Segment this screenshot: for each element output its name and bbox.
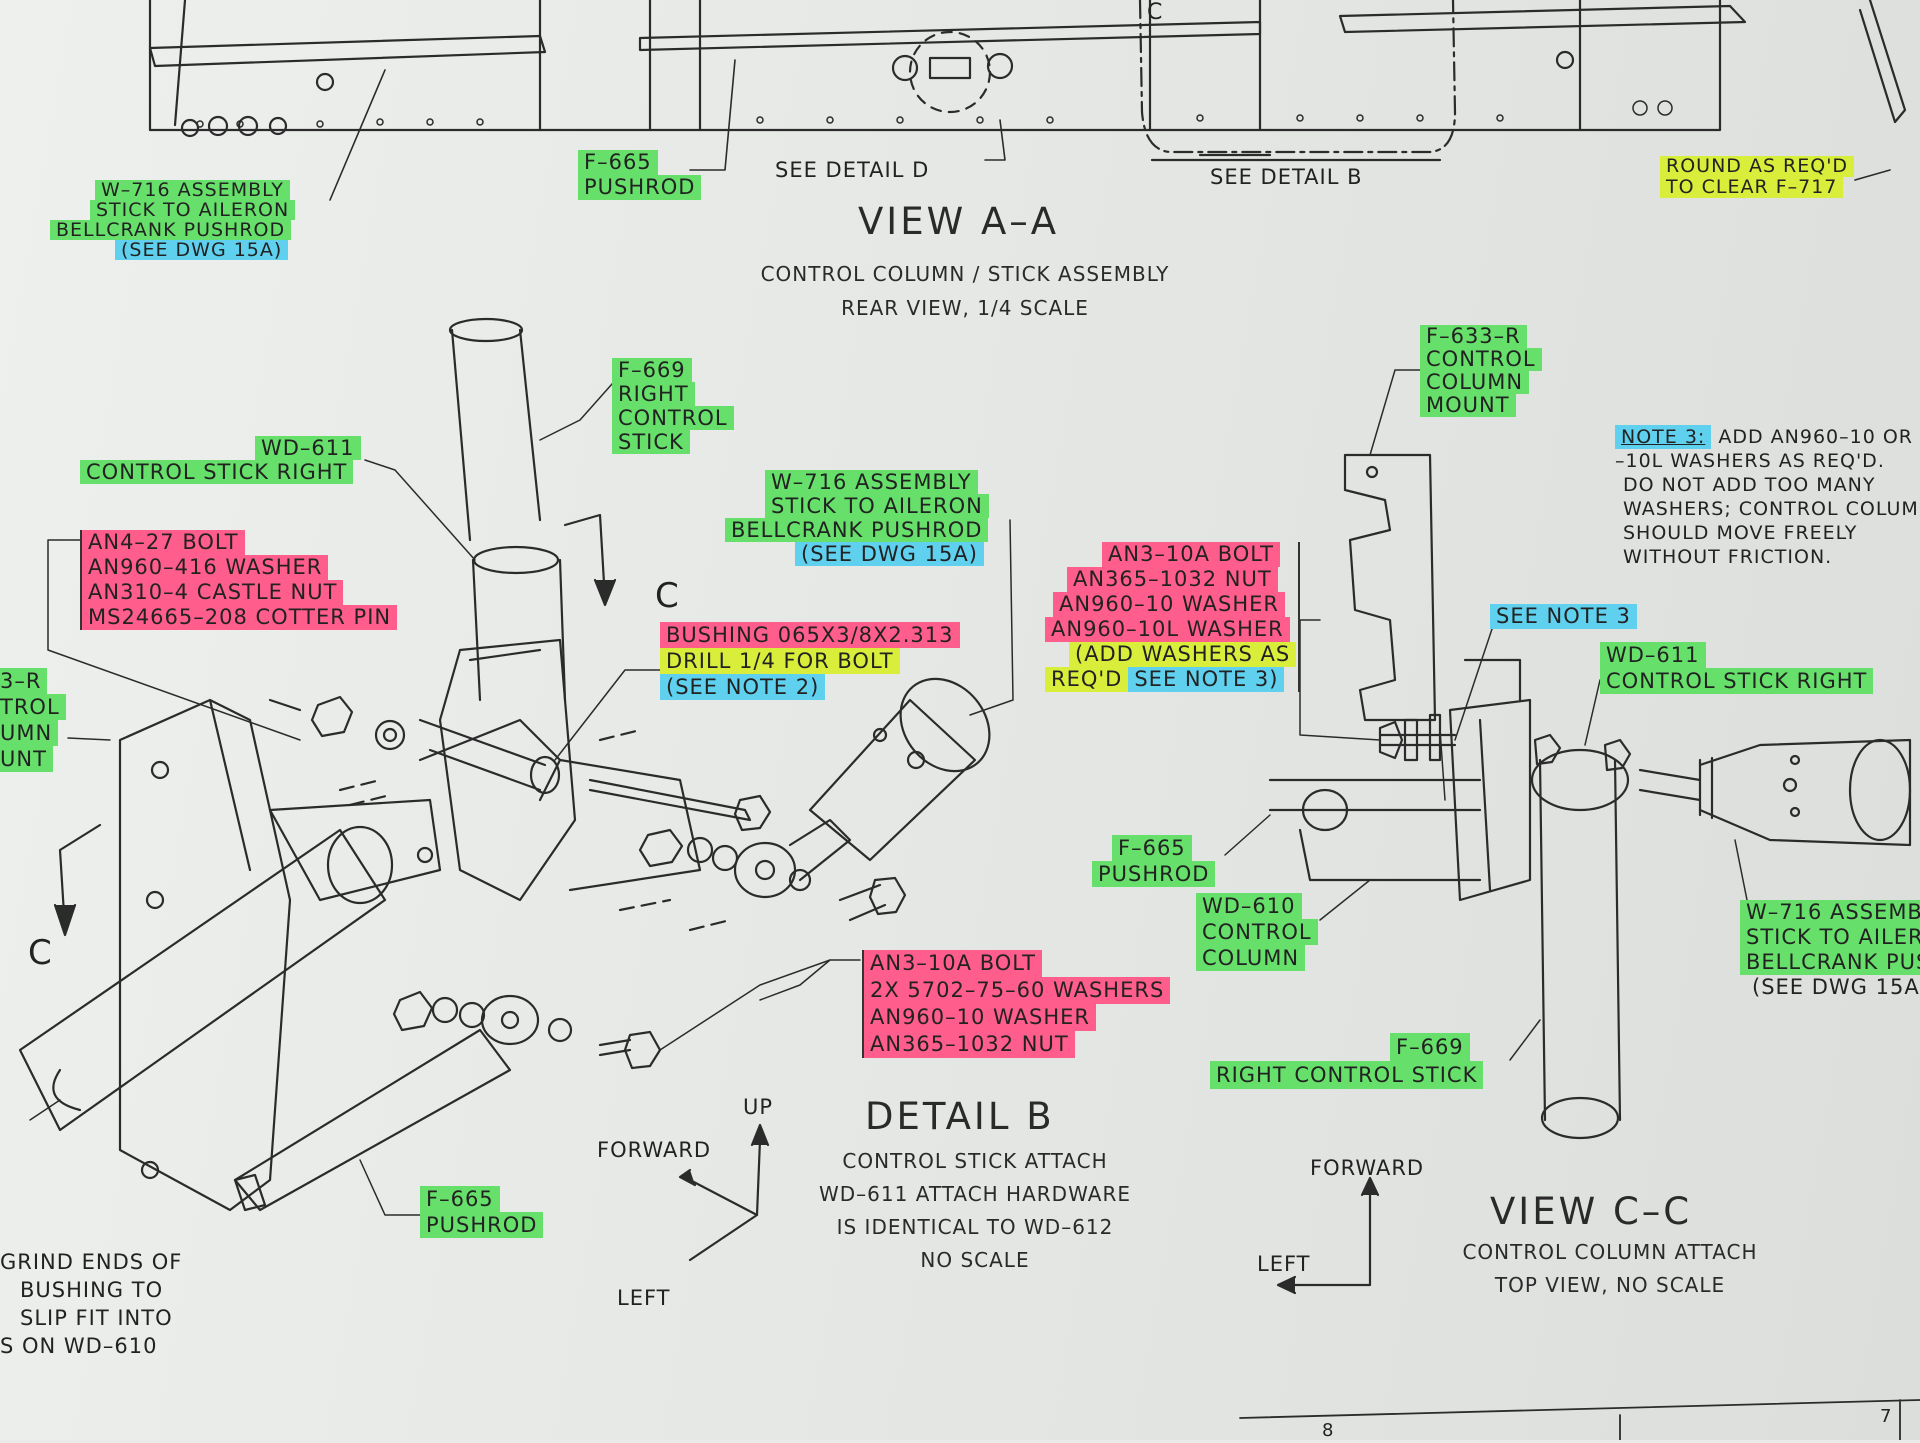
- section-mark-c-top: C: [1147, 0, 1164, 25]
- see-note-3-tag: SEE NOTE 3: [1490, 604, 1637, 629]
- w716-tag-top: W–716 ASSEMBLY STICK TO AILERON BELLCRAN…: [50, 180, 296, 260]
- hardware-list-1: AN4–27 BOLT AN960–416 WASHER AN310–4 CAS…: [80, 530, 398, 630]
- f665-pushrod-tag-detail: F–665 PUSHROD: [420, 1186, 544, 1238]
- axis-left-label: LEFT: [617, 1286, 671, 1310]
- view-aa-title: VIEW A–A: [858, 200, 1060, 243]
- view-aa-subtitle-1: CONTROL COLUMN / STICK ASSEMBLY: [760, 262, 1170, 286]
- axis-forward-label-cc: FORWARD: [1310, 1156, 1425, 1180]
- f665-pushrod-tag-top: F–665 PUSHROD: [578, 150, 702, 200]
- view-cc-subtitle: CONTROL COLUMN ATTACH TOP VIEW, NO SCALE: [1462, 1240, 1758, 1297]
- grind-ends-note: GRIND ENDS OF BUSHING TO SLIP FIT INTO S…: [0, 1250, 183, 1358]
- view-aa-subtitle-2: REAR VIEW, 1/4 SCALE: [841, 296, 1089, 320]
- hardware-list-2: AN3–10A BOLT 2X 5702–75–60 WASHERS AN960…: [862, 950, 1171, 1058]
- detail-b-art: [18, 317, 1014, 1262]
- page-number: 8: [1322, 1420, 1335, 1441]
- wd611-tag-cc: WD–611 CONTROL STICK RIGHT: [1600, 642, 1874, 694]
- f669-tag: F–669 RIGHT CONTROL STICK: [612, 358, 734, 454]
- bushing-drill-tag: BUSHING 065X3/8X2.313 DRILL 1/4 FOR BOLT…: [660, 622, 960, 700]
- note-3-block: NOTE 3: ADD AN960–10 OR –10L WASHERS AS …: [1615, 425, 1919, 568]
- view-cc-title: VIEW C–C: [1490, 1190, 1693, 1233]
- w716-tag-detail-b: W–716 ASSEMBLY STICK TO AILERON BELLCRAN…: [725, 470, 989, 566]
- view-cc-art: [1224, 369, 1912, 1295]
- f633-cut-off-tag: 3–R TROL UMN UNT: [0, 668, 66, 772]
- w716-tag-cc: W–716 ASSEMB STICK TO AILER BELLCRANK PU…: [1740, 900, 1920, 1000]
- view-aa-art: [148, 0, 1907, 201]
- wd611-tag: WD–611 CONTROL STICK RIGHT: [80, 436, 361, 484]
- see-detail-d-label: SEE DETAIL D: [775, 158, 930, 182]
- axis-up-label: UP: [743, 1095, 774, 1119]
- sheet-corner-number: 7: [1880, 1406, 1893, 1427]
- axis-forward-label: FORWARD: [597, 1138, 712, 1162]
- detail-b-subtitle: CONTROL STICK ATTACH WD–611 ATTACH HARDW…: [819, 1149, 1131, 1272]
- f669-tag-cc: F–669 RIGHT CONTROL STICK: [1210, 1033, 1484, 1089]
- section-mark-c-detail: C: [655, 576, 680, 616]
- f633-mount-tag: F–633–R CONTROL COLUMN MOUNT: [1420, 325, 1542, 417]
- washer-group: [180, 50, 1575, 138]
- section-mark-c-left: C: [28, 933, 53, 973]
- f665-pushrod-tag-cc: F–665 PUSHROD: [1092, 835, 1216, 887]
- axis-left-label-cc: LEFT: [1257, 1252, 1311, 1276]
- rivet-row: [196, 100, 1673, 128]
- detail-b-title: DETAIL B: [865, 1095, 1055, 1138]
- wd610-tag: WD–610 CONTROL COLUMN: [1196, 893, 1318, 971]
- see-detail-b-label: SEE DETAIL B: [1210, 165, 1363, 189]
- hardware-list-3: AN3–10A BOLT AN365–1032 NUT AN960–10 WAS…: [1045, 542, 1301, 692]
- round-note-tag: ROUND AS REQ'D TO CLEAR F–717: [1660, 156, 1855, 198]
